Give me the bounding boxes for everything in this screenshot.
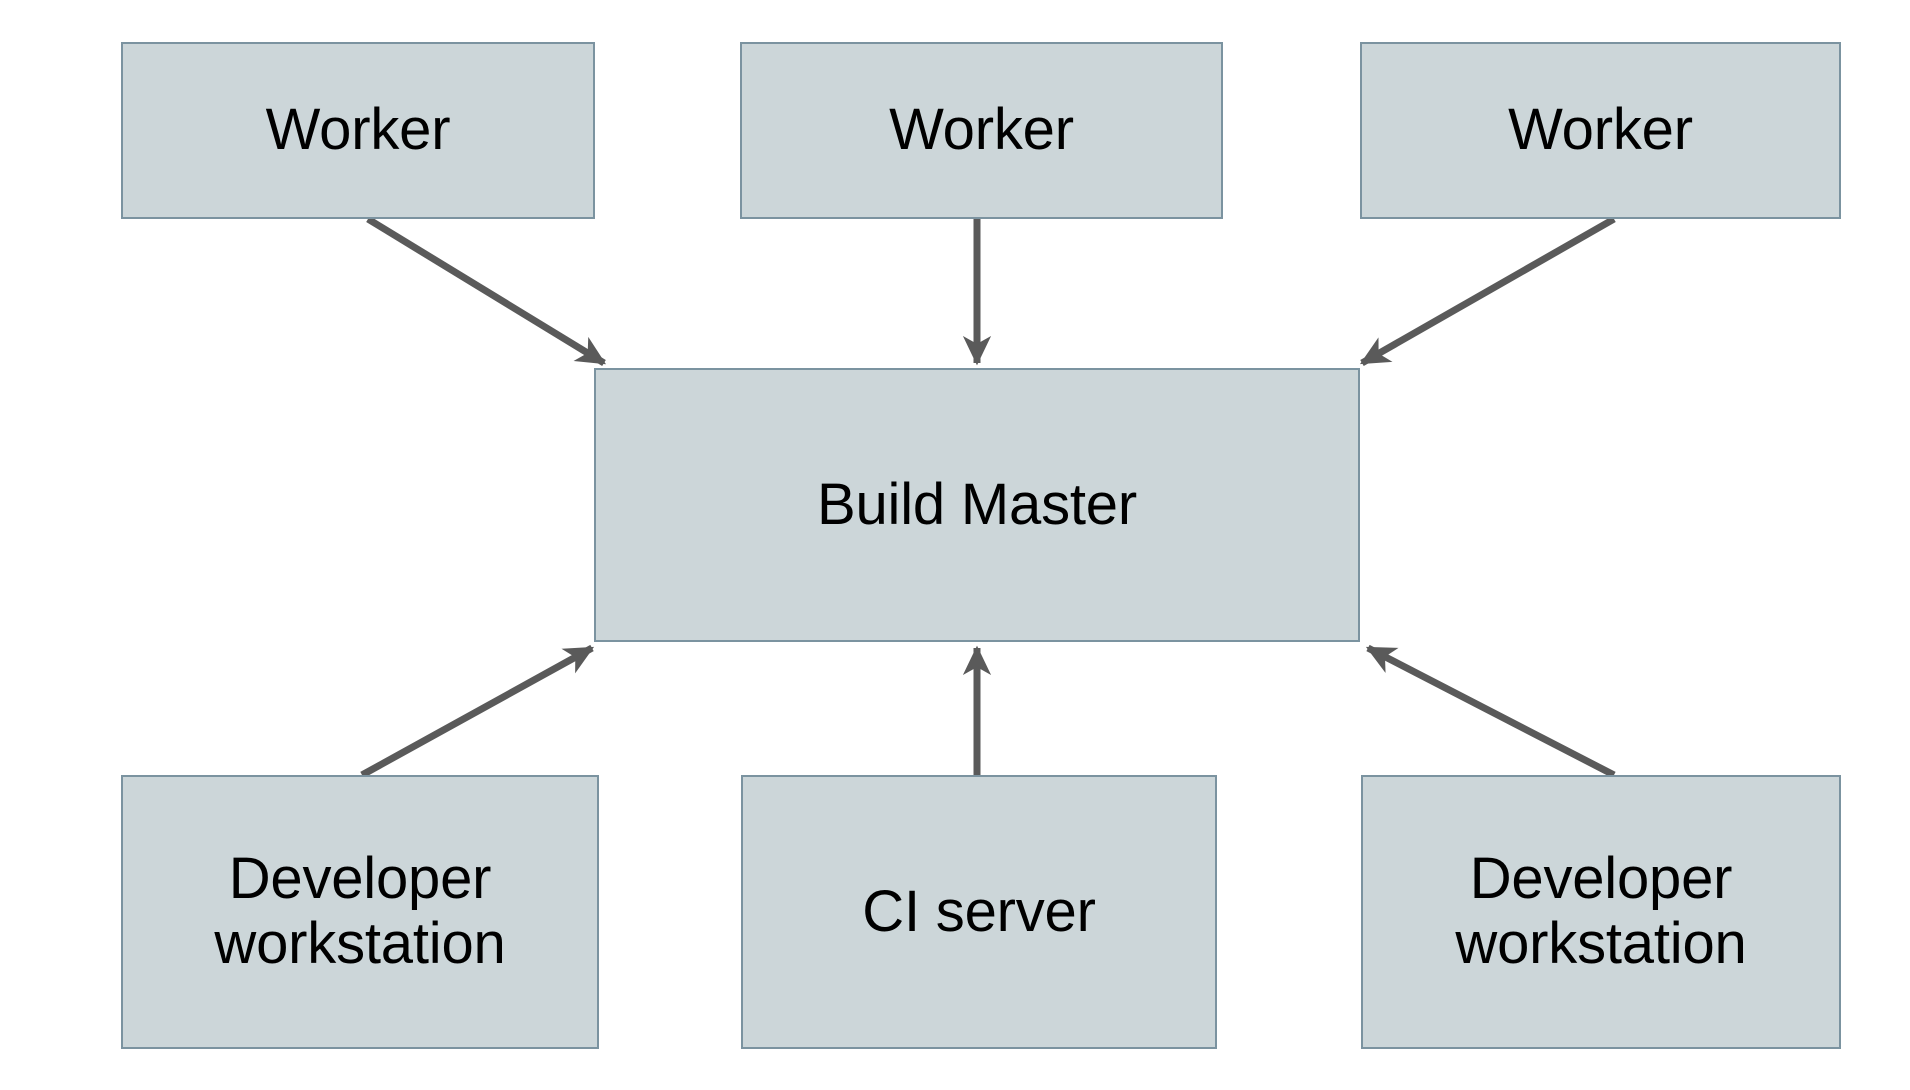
node-build-master[interactable]: Build Master bbox=[594, 368, 1360, 642]
node-worker-1[interactable]: Worker bbox=[121, 42, 595, 219]
node-worker-2[interactable]: Worker bbox=[740, 42, 1223, 219]
node-ci-server[interactable]: CI server bbox=[741, 775, 1217, 1049]
edge-worker3-to-build-master-arrow-icon bbox=[1359, 215, 1616, 367]
node-label: Worker bbox=[1508, 97, 1693, 163]
node-label: Worker bbox=[265, 97, 451, 163]
node-label: Worker bbox=[889, 97, 1074, 163]
edge-worker1-to-build-master-arrow-icon bbox=[366, 216, 607, 366]
node-label: Build Master bbox=[817, 471, 1137, 537]
node-label: Developer workstation bbox=[1455, 846, 1747, 976]
edge-devleft-to-build-master-arrow-icon bbox=[360, 644, 595, 779]
node-developer-workstation-left[interactable]: Developer workstation bbox=[121, 775, 599, 1049]
node-label: CI server bbox=[862, 878, 1096, 944]
node-developer-workstation-right[interactable]: Developer workstation bbox=[1361, 775, 1841, 1049]
node-label: Developer workstation bbox=[214, 846, 506, 976]
node-worker-3[interactable]: Worker bbox=[1360, 42, 1841, 219]
edge-devright-to-build-master-arrow-icon bbox=[1365, 644, 1616, 779]
